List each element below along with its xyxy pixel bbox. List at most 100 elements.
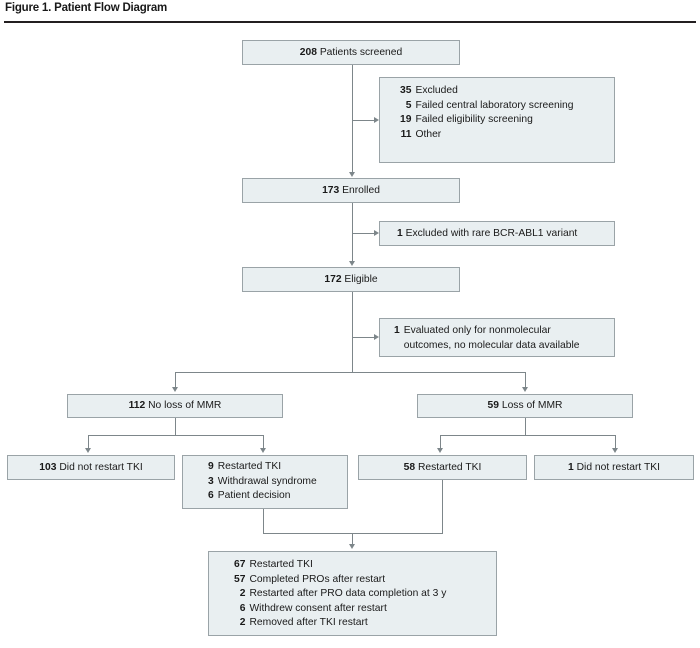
node-restarted-left-label: Restarted TKI	[217, 461, 282, 472]
node-screened-count: 208	[299, 46, 317, 58]
node-restarted-left-item-0: 3 Withdrawal syndrome	[208, 475, 317, 487]
node-no-restart-right-text: 1 Did not restart TKI	[568, 461, 660, 475]
arrow-restarted-right	[436, 448, 443, 453]
node-restarted-total-rows: 67 Restarted TKI 57 Completed PROs after…	[221, 558, 446, 631]
node-screened: 208 Patients screened	[242, 40, 460, 65]
connector-loss-left	[440, 435, 441, 449]
connector-no-loss-split	[88, 435, 263, 436]
node-excluded-item-0: 5 Failed central laboratory screening	[405, 99, 574, 111]
connector-loss-right	[615, 435, 616, 449]
node-eligible-text: 172 Eligible	[324, 273, 377, 287]
arrow-enrolled	[348, 172, 355, 177]
node-no-loss-mmr-label: No loss of MMR	[148, 400, 222, 411]
node-eligible-label: Eligible	[344, 273, 378, 285]
connector-enrolled-to-eligible	[352, 203, 353, 262]
node-restarted-total-main: 67 Restarted TKI	[221, 558, 446, 573]
arrow-eligible	[348, 261, 355, 266]
arrow-excluded	[374, 116, 379, 123]
node-nonmolecular-rows: 1 Evaluated only for nonmolecular outcom…	[394, 324, 579, 353]
node-restarted-total-item-1: 2 Restarted after PRO data completion at…	[239, 588, 447, 600]
node-enrolled-count: 173	[322, 184, 340, 196]
arrow-no-loss-mmr	[171, 387, 178, 392]
node-enrolled: 173 Enrolled	[242, 178, 460, 203]
node-nonmolecular: 1 Evaluated only for nonmolecular outcom…	[379, 318, 615, 357]
node-restarted-left-main: 9 Restarted TKI	[195, 460, 317, 475]
connector-no-loss-down	[175, 418, 176, 435]
node-eligible: 172 Eligible	[242, 267, 460, 292]
node-restarted-total-count: 67	[234, 559, 246, 570]
node-excluded-item-2: 11 Other	[400, 128, 442, 140]
node-excluded-label: Excluded	[415, 85, 458, 96]
connector-merge-right	[442, 480, 443, 533]
node-restarted-right-text: 58 Restarted TKI	[404, 461, 482, 475]
node-loss-mmr-label: Loss of MMR	[501, 400, 563, 411]
node-no-loss-mmr: 112 No loss of MMR	[67, 394, 283, 418]
node-restarted-total-item-2: 6 Withdrew consent after restart	[239, 602, 387, 614]
title-divider	[4, 21, 696, 23]
arrow-no-restart-right	[611, 448, 618, 453]
node-enrolled-label: Enrolled	[342, 184, 380, 196]
connector-split-mmr	[175, 372, 525, 373]
node-loss-mmr-count: 59	[487, 400, 499, 411]
node-restarted-right: 58 Restarted TKI	[358, 455, 527, 480]
node-enrolled-text: 173 Enrolled	[322, 184, 380, 198]
connector-loss-down	[525, 418, 526, 435]
connector-eligible-to-split	[352, 292, 353, 372]
connector-merge-bar	[263, 533, 443, 534]
connector-merge-left	[263, 509, 264, 533]
connector-to-excluded	[352, 120, 374, 121]
connector-split-left	[175, 372, 176, 388]
node-no-loss-mmr-count: 112	[128, 400, 146, 411]
node-nonmolecular-line1: 1 Evaluated only for nonmolecular	[394, 324, 579, 339]
node-screened-label: Patients screened	[319, 46, 403, 58]
connector-screened-to-enrolled	[352, 65, 353, 173]
node-nonmolecular-line2: outcomes, no molecular data available	[403, 339, 580, 351]
arrow-restarted-left	[259, 448, 266, 453]
node-restarted-total-item-0: 57 Completed PROs after restart	[234, 573, 386, 585]
arrow-no-restart-left	[84, 448, 91, 453]
connector-split-right	[525, 372, 526, 388]
node-excluded: 35 Excluded 5 Failed central laboratory …	[379, 77, 615, 163]
node-excluded-variant: 1 Excluded with rare BCR-ABL1 variant	[379, 221, 615, 246]
node-no-restart-left-count: 103	[39, 461, 57, 473]
node-restarted-left-item-1: 6 Patient decision	[208, 490, 291, 502]
node-excluded-main: 35 Excluded	[387, 84, 573, 99]
node-restarted-left-rows: 9 Restarted TKI 3 Withdrawal syndrome 6 …	[195, 460, 317, 504]
node-eligible-count: 172	[324, 273, 342, 285]
node-excluded-count: 35	[400, 85, 412, 96]
node-no-restart-left: 103 Did not restart TKI	[7, 455, 175, 480]
node-restarted-total: 67 Restarted TKI 57 Completed PROs after…	[208, 551, 497, 636]
node-restarted-left: 9 Restarted TKI 3 Withdrawal syndrome 6 …	[182, 455, 348, 509]
connector-no-loss-right	[263, 435, 264, 449]
arrow-loss-mmr	[521, 387, 528, 392]
connector-merge-down	[352, 533, 353, 545]
node-no-loss-mmr-text: 112 No loss of MMR	[129, 399, 222, 413]
arrow-nonmolecular	[374, 333, 379, 340]
connector-to-nonmolecular	[352, 337, 374, 338]
node-nonmolecular-count: 1	[394, 325, 400, 336]
node-restarted-right-label: Restarted TKI	[418, 461, 482, 473]
node-excluded-variant-text: 1 Excluded with rare BCR-ABL1 variant	[397, 227, 577, 241]
node-no-restart-left-text: 103 Did not restart TKI	[39, 461, 142, 475]
node-excluded-variant-count: 1	[397, 227, 403, 239]
node-no-restart-right-count: 1	[568, 461, 574, 473]
arrow-excluded-variant	[374, 229, 379, 236]
arrow-restarted-total	[348, 544, 355, 549]
node-restarted-total-item-3: 2 Removed after TKI restart	[239, 617, 368, 629]
node-screened-text: 208 Patients screened	[300, 46, 403, 60]
node-restarted-total-label: Restarted TKI	[249, 559, 313, 570]
connector-loss-split	[440, 435, 615, 436]
node-restarted-left-count: 9	[208, 461, 214, 472]
node-excluded-variant-label: Excluded with rare BCR-ABL1 variant	[405, 227, 578, 239]
node-loss-mmr: 59 Loss of MMR	[417, 394, 633, 418]
node-restarted-right-count: 58	[403, 461, 416, 473]
node-excluded-rows: 35 Excluded 5 Failed central laboratory …	[387, 84, 573, 142]
connector-to-excluded-variant	[352, 233, 374, 234]
node-no-restart-right: 1 Did not restart TKI	[534, 455, 694, 480]
node-loss-mmr-text: 59 Loss of MMR	[488, 399, 563, 413]
connector-no-loss-left	[88, 435, 89, 449]
figure-title: Figure 1. Patient Flow Diagram	[5, 2, 168, 14]
node-no-restart-right-label: Did not restart TKI	[576, 461, 660, 473]
node-excluded-item-1: 19 Failed eligibility screening	[400, 114, 533, 126]
